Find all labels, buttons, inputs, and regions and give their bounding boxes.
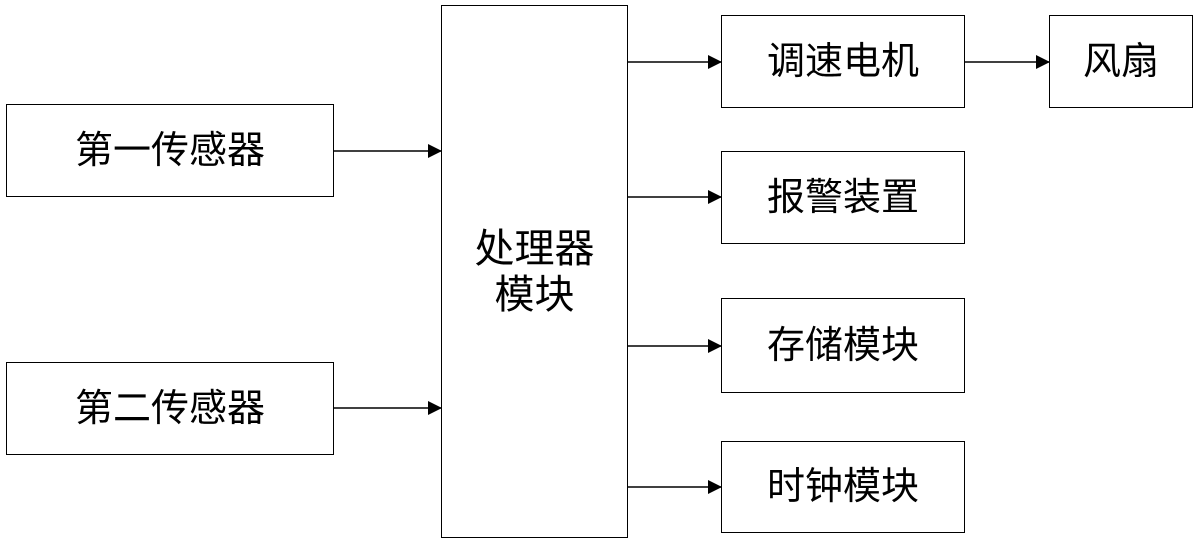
motor-label: 调速电机 [766,38,919,83]
storage-node: 存储模块 [721,298,965,393]
sensor1-label: 第一传感器 [74,127,265,172]
alarm-node: 报警装置 [721,151,965,244]
sensor1-node: 第一传感器 [6,104,334,197]
alarm-label: 报警装置 [766,174,919,219]
fan-node: 风扇 [1049,15,1193,108]
clock-node: 时钟模块 [721,441,965,533]
processor-label: 处理器 模块 [474,225,595,318]
sensor2-label: 第二传感器 [74,385,265,430]
fan-label: 风扇 [1082,38,1159,83]
motor-node: 调速电机 [721,15,965,108]
processor-node: 处理器 模块 [441,5,628,538]
sensor2-node: 第二传感器 [6,362,334,455]
storage-label: 存储模块 [766,322,919,367]
clock-label: 时钟模块 [766,464,919,509]
